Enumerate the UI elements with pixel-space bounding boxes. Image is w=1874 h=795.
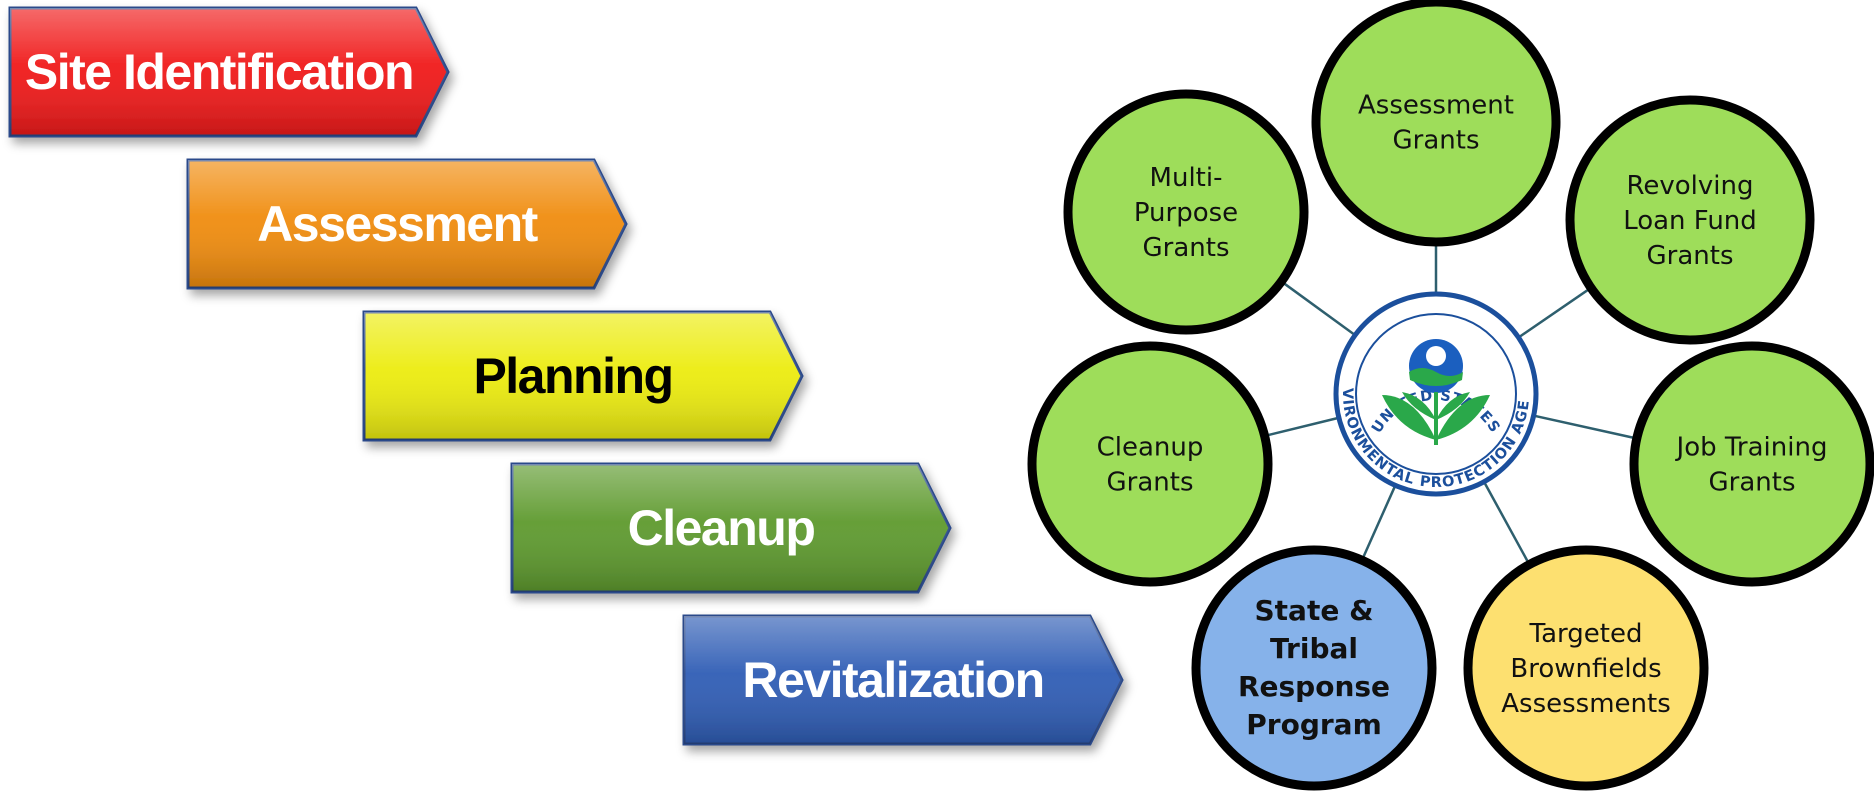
program-label-line: Tribal	[1270, 632, 1358, 665]
program-label-line: State &	[1255, 594, 1374, 627]
program-label-line: Grants	[1143, 233, 1230, 263]
program-label-line: Purpose	[1134, 198, 1238, 228]
program-label-line: Brownfields	[1510, 654, 1661, 684]
program-label-line: Multi-	[1150, 163, 1223, 193]
program-label-line: Response	[1238, 670, 1390, 703]
step-label: Planning	[473, 348, 672, 404]
step-arrow-2: Assessment	[186, 158, 628, 290]
program-label-line: Cleanup	[1097, 433, 1204, 463]
connector-line	[1283, 282, 1355, 335]
program-label-line: Targeted	[1529, 619, 1643, 649]
program-label-line: Loan Fund	[1623, 206, 1757, 236]
step-label: Assessment	[257, 196, 538, 252]
epa-flower-icon	[1382, 339, 1490, 445]
program-label-line: Grants	[1107, 468, 1194, 498]
program-label-line: Grants	[1647, 241, 1734, 271]
process-steps: Site IdentificationAssessmentPlanningCle…	[8, 6, 1124, 746]
step-arrow-5: Revitalization	[682, 614, 1124, 746]
step-label: Cleanup	[628, 500, 815, 556]
seal-inner-ring	[1355, 313, 1517, 475]
program-label-line: Revolving	[1626, 171, 1753, 201]
connector-line	[1535, 414, 1634, 439]
program-label-line: Grants	[1393, 126, 1480, 156]
step-arrow-4: Cleanup	[510, 462, 952, 594]
step-label: Revitalization	[742, 652, 1043, 708]
hub-connectors	[1268, 246, 1634, 562]
step-label: Site Identification	[25, 44, 413, 100]
program-label-line: Assessment	[1358, 91, 1514, 121]
program-label-line: Program	[1246, 708, 1382, 741]
connector-line	[1519, 289, 1589, 338]
connector-line	[1268, 417, 1338, 437]
program-label-line: Grants	[1709, 468, 1796, 498]
program-label-line: Job Training	[1675, 433, 1828, 463]
step-arrow-3: Planning	[362, 310, 804, 442]
connector-line	[1362, 486, 1396, 558]
step-arrow-1: Site Identification	[8, 6, 450, 138]
connector-line	[1483, 482, 1529, 562]
program-label-line: Assessments	[1501, 689, 1671, 719]
